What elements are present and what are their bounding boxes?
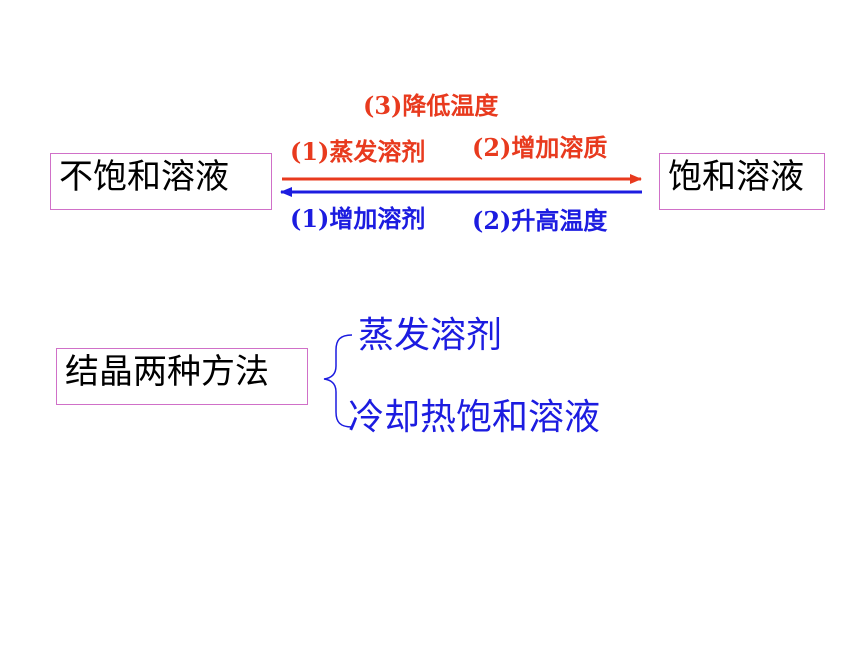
saturated-solution-label: 饱和溶液 (668, 157, 804, 197)
saturated-solution-box: 饱和溶液 (659, 153, 825, 210)
method-evaporate-solvent: 蒸发溶剂 (358, 315, 503, 356)
label-add-solute: (2)增加溶质 (472, 133, 608, 162)
unsaturated-solution-label: 不饱和溶液 (59, 157, 229, 197)
crystallization-methods-box: 结晶两种方法 (56, 348, 308, 405)
unsaturated-solution-box: 不饱和溶液 (50, 153, 272, 210)
label-lower-temperature: (3)降低温度 (363, 91, 499, 120)
label-raise-temperature: (2)升高温度 (472, 206, 608, 235)
label-evaporate-solvent: (1)蒸发溶剂 (290, 137, 426, 166)
method-cool-hot-saturated-solution: 冷却热饱和溶液 (348, 397, 601, 438)
crystallization-methods-label: 结晶两种方法 (65, 352, 269, 392)
label-add-solvent: (1)增加溶剂 (290, 204, 426, 233)
curly-brace (323, 334, 353, 428)
